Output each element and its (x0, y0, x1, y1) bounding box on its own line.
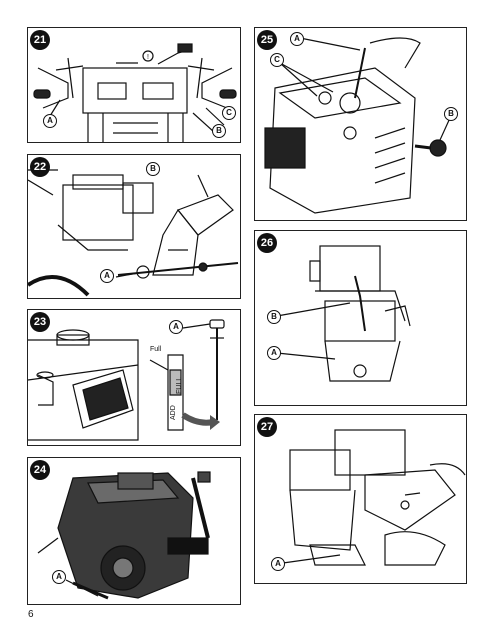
figure-number: 21 (30, 30, 50, 50)
figure-number: 22 (30, 157, 50, 177)
figure-27-illustration (282, 429, 466, 566)
callout-b: B (212, 124, 226, 138)
figure-25-illustration (264, 37, 451, 214)
callout-b: B (267, 310, 281, 324)
figure-26: 26 B A (254, 230, 467, 406)
figure-number: 27 (257, 417, 277, 437)
callout-a: A (100, 269, 114, 283)
figure-number: 23 (30, 312, 50, 332)
callout-a: A (169, 320, 183, 334)
figure-21: 21 ! A B C (27, 27, 241, 143)
figure-number: 24 (30, 460, 50, 480)
page-number: 6 (28, 609, 34, 620)
callout-a: A (290, 32, 304, 46)
figure-24-illustration (37, 471, 211, 600)
callout-a: A (271, 557, 285, 571)
figure-number: 25 (257, 30, 277, 50)
figure-22-illustration (28, 169, 239, 297)
figure-23-illustration (28, 319, 225, 441)
figure-22: 22 A B (27, 154, 241, 299)
callout-a: A (267, 346, 281, 360)
dipstick-full-text: FULL (176, 376, 183, 394)
figure-23: 23 A Full FULL (27, 309, 241, 446)
dipstick-full-label: Full (150, 346, 162, 353)
callout-b: B (146, 162, 160, 176)
svg-text:!: ! (147, 54, 149, 61)
callout-a: A (52, 570, 66, 584)
callout-c: C (270, 53, 284, 67)
callout-c: C (222, 106, 236, 120)
dipstick-add-text: ADD (170, 405, 177, 420)
figure-24: 24 A (27, 457, 241, 605)
figure-number: 26 (257, 233, 277, 253)
figure-21-illustration: ! (33, 43, 237, 142)
figure-25: 25 A C B (254, 27, 467, 221)
figure-26-illustration (276, 245, 411, 382)
figure-27: 27 A (254, 414, 467, 584)
callout-a: A (43, 114, 57, 128)
callout-b: B (444, 107, 458, 121)
